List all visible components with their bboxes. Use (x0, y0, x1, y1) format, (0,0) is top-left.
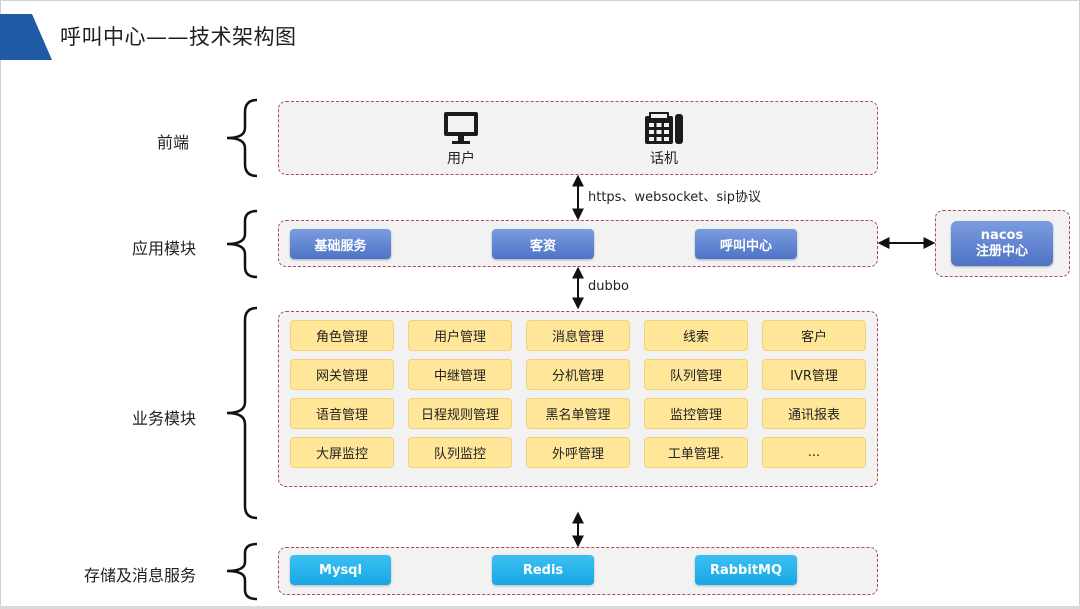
business-module-cell: 中继管理 (408, 359, 512, 390)
registry-node: nacos 注册中心 (951, 221, 1053, 266)
business-module-cell: 工单管理. (644, 437, 748, 468)
bottom-divider (0, 606, 1080, 609)
app-module-customer-resource: 客资 (492, 229, 594, 259)
desk-phone-icon (645, 112, 683, 144)
business-module-cell: 角色管理 (290, 320, 394, 351)
storage-mysql: Mysql (290, 555, 391, 585)
business-module-cell: 语音管理 (290, 398, 394, 429)
app-module-basic-service: 基础服务 (290, 229, 391, 259)
business-module-cell: 分机管理 (526, 359, 630, 390)
layer-label-business: 业务模块 (132, 409, 197, 428)
registry-name: nacos (980, 227, 1024, 243)
phone-node: 话机 (640, 110, 688, 168)
app-module-call-center: 呼叫中心 (695, 229, 797, 259)
business-module-cell: 网关管理 (290, 359, 394, 390)
business-module-cell: 日程规则管理 (408, 398, 512, 429)
storage-rabbitmq: RabbitMQ (695, 555, 797, 585)
business-module-cell: 外呼管理 (526, 437, 630, 468)
brace-frontend (226, 98, 258, 178)
storage-redis: Redis (492, 555, 594, 585)
registry-subtitle: 注册中心 (975, 243, 1028, 259)
business-module-grid: 角色管理用户管理消息管理线索客户网关管理中继管理分机管理队列管理 IVR管理语音管… (290, 320, 866, 468)
business-module-cell: ... (762, 437, 866, 468)
layer-label-frontend: 前端 (157, 133, 190, 152)
user-node: 用户 (438, 110, 484, 168)
brace-storage (226, 542, 258, 601)
business-module-cell: 消息管理 (526, 320, 630, 351)
frontend-group (278, 101, 878, 175)
user-label: 用户 (447, 151, 475, 167)
layer-label-app: 应用模块 (132, 239, 197, 258)
monitor-icon (444, 112, 478, 144)
brace-business (226, 306, 258, 520)
page-title: 呼叫中心——技术架构图 (60, 25, 297, 49)
business-module-cell: 大屏监控 (290, 437, 394, 468)
phone-label: 话机 (650, 151, 678, 167)
business-module-cell: 线索 (644, 320, 748, 351)
business-module-cell: IVR管理 (762, 359, 866, 390)
business-module-cell: 客户 (762, 320, 866, 351)
business-module-cell: 黑名单管理 (526, 398, 630, 429)
connector-label-protocols: https、websocket、sip协议 (588, 190, 762, 205)
title-band-shape (0, 14, 52, 60)
business-module-cell: 队列监控 (408, 437, 512, 468)
business-module-cell: 队列管理 (644, 359, 748, 390)
layer-label-storage: 存储及消息服务 (84, 566, 197, 585)
business-module-cell: 监控管理 (644, 398, 748, 429)
connector-label-rpc: dubbo (588, 279, 629, 294)
business-module-cell: 通讯报表 (762, 398, 866, 429)
business-module-cell: 用户管理 (408, 320, 512, 351)
brace-app (226, 209, 258, 279)
